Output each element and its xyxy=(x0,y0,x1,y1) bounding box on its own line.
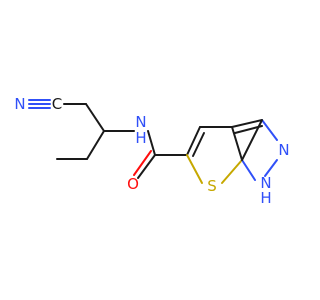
thiophene-bond-1-double xyxy=(192,132,205,157)
thiophene-sulfur-label: S xyxy=(207,177,217,195)
bond-carbonyl-b xyxy=(133,150,152,176)
pyrazole-bond-5 xyxy=(241,119,263,161)
carbonyl-oxygen-label: O xyxy=(127,175,139,193)
pyrazole-bond-3 xyxy=(264,159,278,177)
pyrazole-hydrogen-label: H xyxy=(260,189,271,207)
molecule-structure-diagram: N C N H O S N N H xyxy=(14,95,289,207)
nitrile-carbon-label: C xyxy=(52,95,62,113)
bond-nh-co xyxy=(147,130,156,156)
thiophene-bond-4 xyxy=(221,159,243,184)
amide-nitrogen-label: N xyxy=(135,113,146,131)
thiophene-bond-5 xyxy=(186,154,203,184)
pyrazole-bond-1 xyxy=(231,119,263,128)
pyrazole-bond-2 xyxy=(261,119,278,141)
bond-ch2-ch xyxy=(85,103,105,132)
bond-ch-ch2-ethyl xyxy=(86,130,105,160)
amide-hydrogen-label: H xyxy=(135,129,146,147)
thiophene-bond-1 xyxy=(186,126,201,156)
thiophene-bond-3 xyxy=(231,126,243,161)
nitrile-nitrogen-label: N xyxy=(14,95,25,113)
pyrazole-bond-4 xyxy=(241,159,256,181)
pyrazole-nh-nitrogen-label: N xyxy=(260,174,271,192)
bond-carbonyl-a xyxy=(137,154,156,179)
pyrazole-nitrogen-label: N xyxy=(278,141,289,159)
